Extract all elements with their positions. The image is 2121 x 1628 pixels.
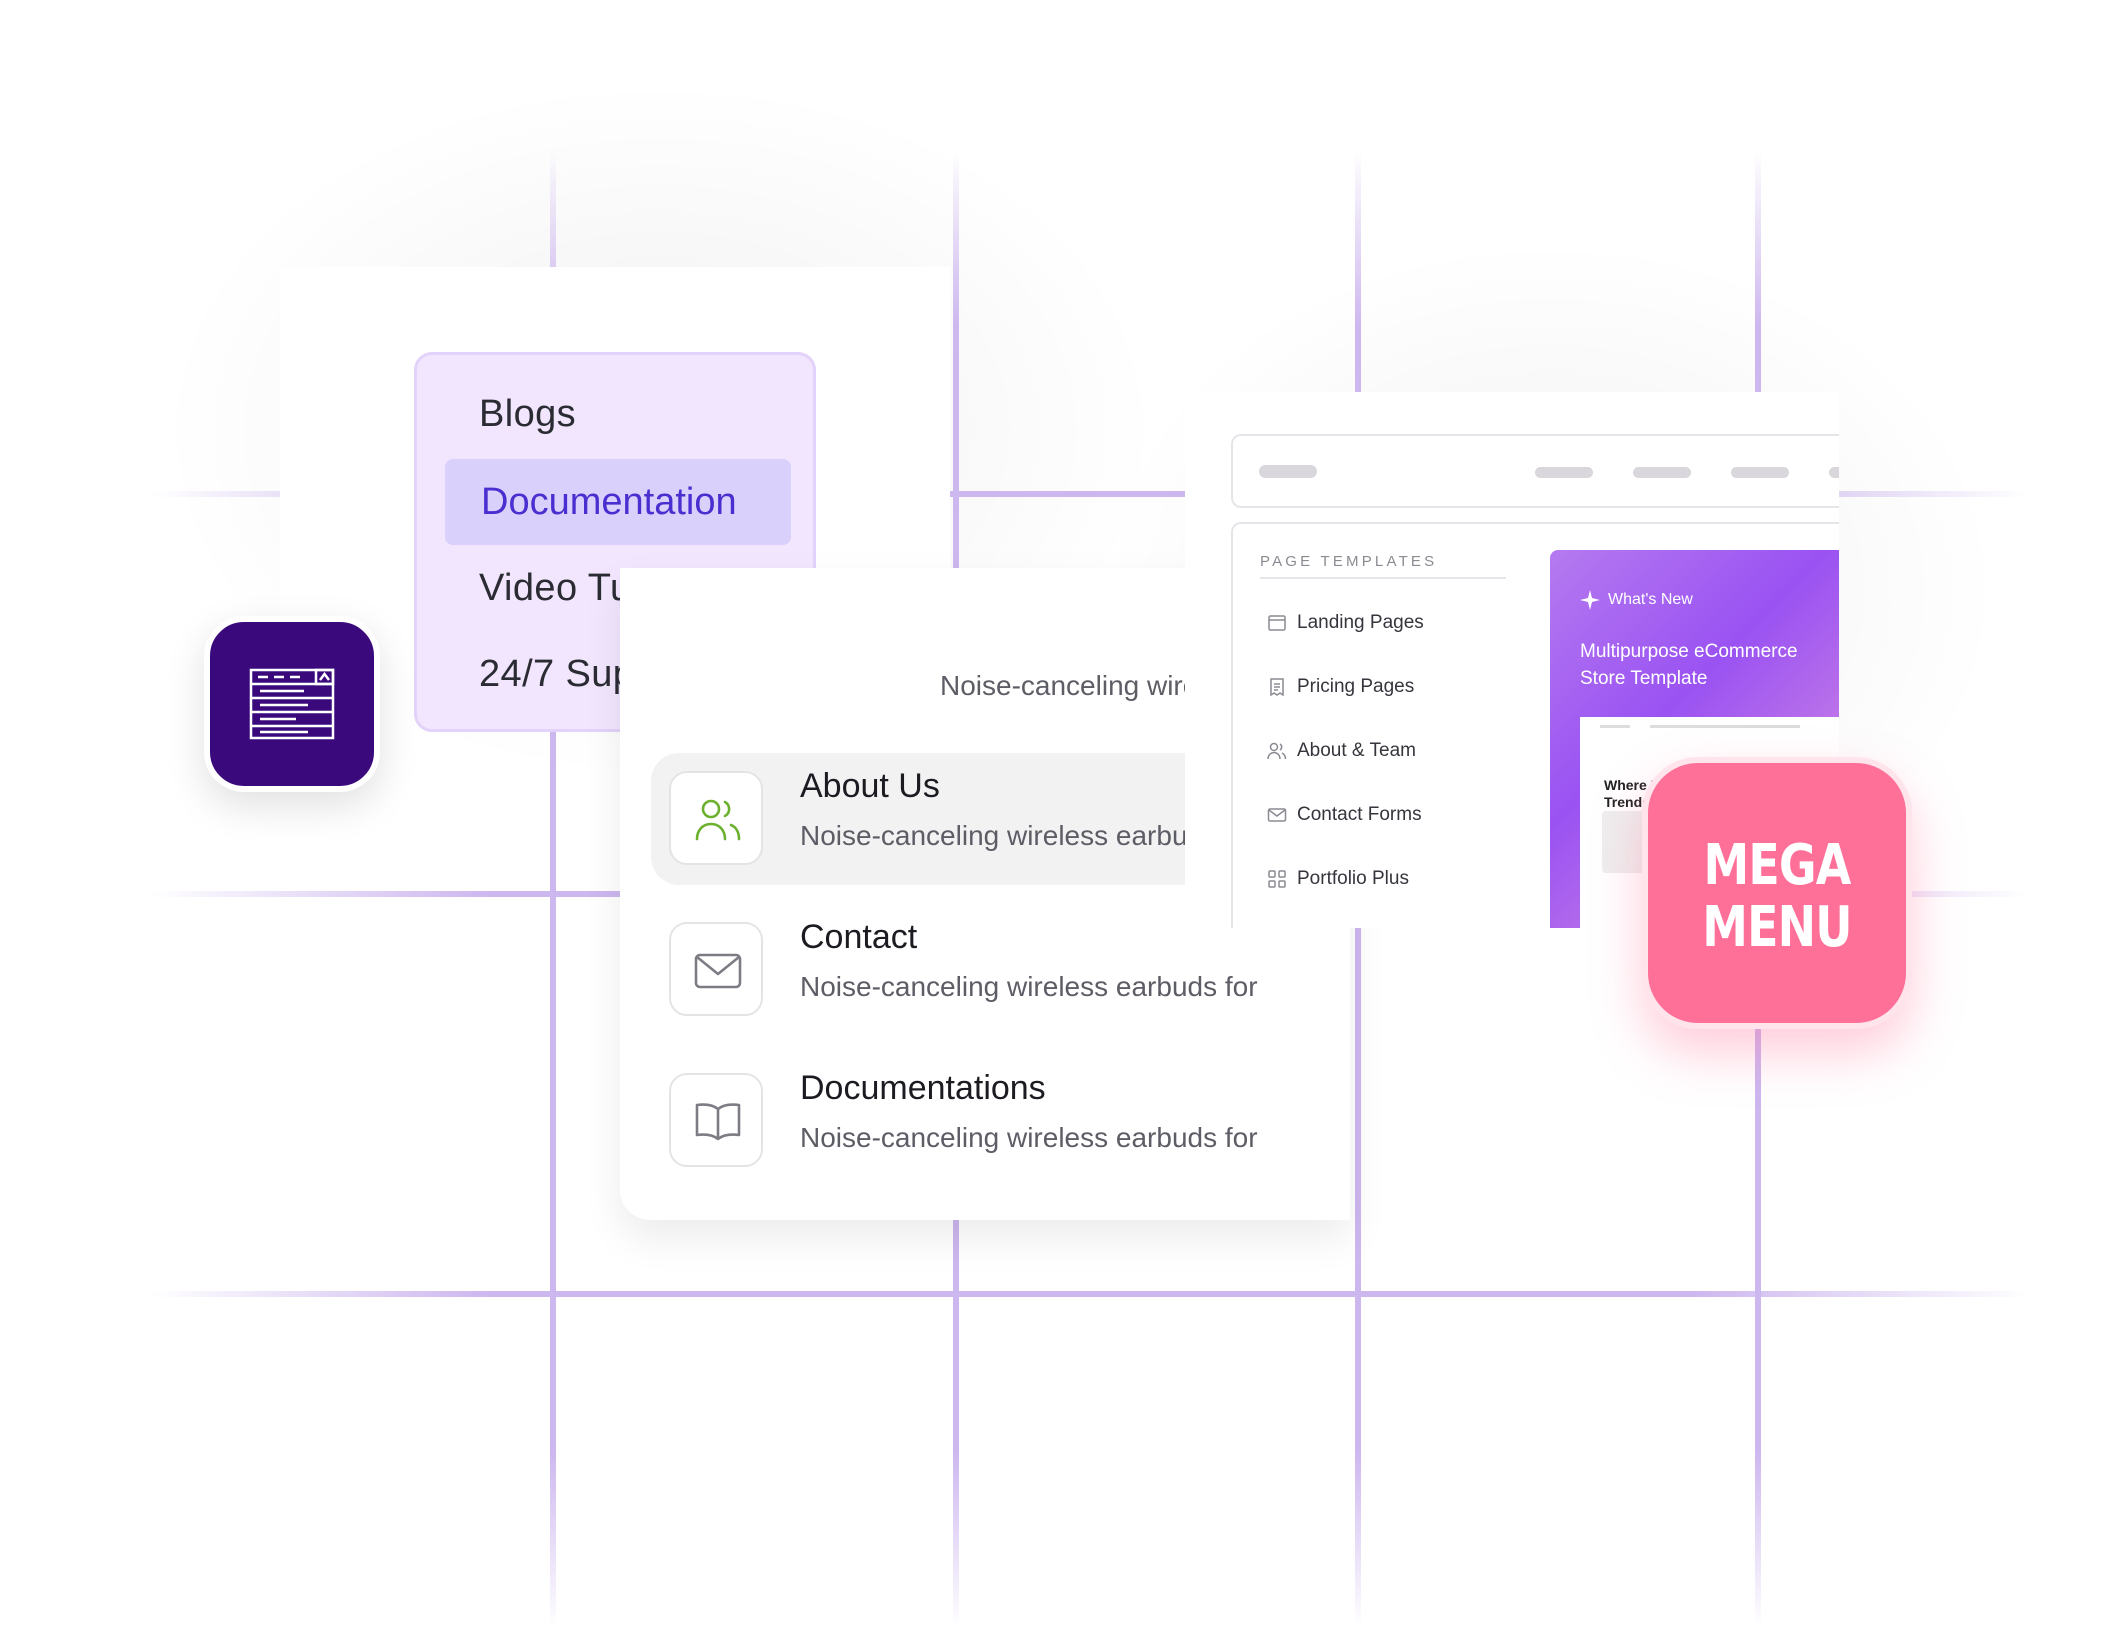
template-link-about[interactable]: About & Team — [1267, 740, 1416, 762]
promo-title: Multipurpose eCommerce Store Template — [1580, 641, 1798, 689]
book-icon — [695, 1103, 741, 1141]
preview-nav — [1600, 725, 1630, 728]
layout-window-icon — [249, 668, 335, 740]
template-link-label: About & Team — [1297, 740, 1417, 761]
mail-icon — [1267, 808, 1287, 822]
grid-icon — [1268, 870, 1286, 888]
mega-menu-body — [1231, 522, 1839, 928]
section-heading: PAGE TEMPLATES — [1260, 553, 1438, 570]
nav-link-placeholder[interactable] — [1535, 467, 1593, 478]
badge-line-1: MEGA — [1703, 833, 1851, 898]
template-link-portfolio[interactable]: Portfolio Plus — [1267, 868, 1409, 890]
template-link-label: Portfolio Plus — [1297, 868, 1409, 889]
mail-icon — [694, 953, 742, 989]
grid-line — [150, 491, 2030, 497]
list-item-title[interactable]: Contact — [800, 918, 918, 956]
list-item-description: Noise-canceling wireless earbuds for — [800, 1122, 1258, 1153]
template-link-label: Contact Forms — [1297, 804, 1422, 825]
list-item-title[interactable]: Documentations — [800, 1069, 1046, 1107]
grid-line — [550, 150, 556, 1628]
list-item-icon-box — [669, 1073, 763, 1167]
list-item-description: Noise-canceling wireless earbuds for — [800, 971, 1258, 1002]
app-icon — [204, 616, 380, 792]
nav-link-placeholder[interactable] — [1633, 467, 1691, 478]
whats-new-badge: What's New — [1580, 590, 1693, 610]
item-description: Noise-canceling wireless earbuds for — [940, 670, 1190, 701]
sparkle-icon — [1580, 590, 1600, 610]
menu-item-documentation[interactable]: Documentation — [445, 459, 791, 545]
list-item-icon-box — [669, 922, 763, 1016]
menu-item-blogs[interactable]: Blogs — [479, 393, 577, 435]
nav-link-placeholder[interactable] — [1731, 467, 1789, 478]
template-link-label: Landing Pages — [1297, 612, 1424, 633]
preview-product-image — [1602, 811, 1648, 873]
users-icon — [695, 799, 741, 841]
menu-item-label: Documentation — [481, 481, 737, 523]
whats-new-label: What's New — [1608, 591, 1693, 608]
logo-placeholder — [1259, 465, 1317, 478]
template-link-pricing[interactable]: Pricing Pages — [1267, 676, 1414, 698]
template-link-landing[interactable]: Landing Pages — [1267, 612, 1424, 634]
nav-link-placeholder[interactable] — [1829, 467, 1839, 478]
template-link-label: Pricing Pages — [1297, 676, 1415, 697]
list-item-description: Noise-canceling wireless earbuds for — [800, 820, 1190, 851]
nav-bar-placeholder — [1231, 434, 1839, 508]
receipt-icon — [1270, 678, 1284, 697]
list-item-icon-box — [669, 771, 763, 865]
template-link-contact[interactable]: Contact Forms — [1267, 804, 1422, 826]
users-icon — [1267, 742, 1287, 760]
preview-nav — [1650, 725, 1800, 728]
grid-line — [150, 1291, 2030, 1297]
divider — [1260, 577, 1506, 579]
list-item-title[interactable]: About Us — [800, 767, 940, 805]
mega-menu-badge: MEGA MENU — [1642, 757, 1912, 1029]
badge-line-2: MENU — [1702, 895, 1852, 960]
browser-icon — [1268, 615, 1286, 631]
